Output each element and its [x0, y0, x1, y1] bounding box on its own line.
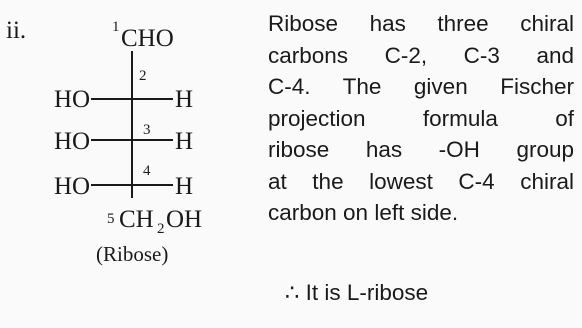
c1-group: CHO	[121, 25, 174, 52]
explanation-line: carbons C-2, C-3 and	[268, 42, 574, 68]
c3-right-group: H	[175, 128, 194, 155]
structure-caption: (Ribose)	[96, 242, 169, 266]
explanation-line: at the lowest C-4 chiral	[268, 168, 574, 194]
explanation-paragraph: Ribose has three chiral carbons C-2, C-3…	[268, 8, 574, 229]
c5-subscript: 2	[157, 221, 165, 237]
explanation-line: projection formula of	[268, 105, 574, 131]
c4-right-group: H	[175, 173, 194, 200]
c4-number: 4	[143, 163, 151, 179]
explanation-line: C-4. The given Fischer	[268, 74, 574, 99]
conclusion: ∴ It is L-ribose	[285, 280, 429, 305]
explanation-line: Ribose has three chiral	[268, 11, 574, 36]
explanation-line: ribose has -OH group	[268, 137, 574, 162]
c2-number: 2	[139, 68, 147, 84]
item-label: ii.	[6, 17, 27, 44]
explanation-line: carbon on left side.	[268, 200, 459, 225]
c2-right-group: H	[175, 86, 194, 113]
fischer-lines	[91, 51, 173, 198]
c5-oh: OH	[166, 206, 203, 233]
c5-number: 5	[107, 211, 115, 227]
c3-number: 3	[143, 122, 151, 138]
c1-number: 1	[112, 19, 120, 35]
c3-left-group: HO	[54, 128, 91, 155]
fischer-projection: 1 CHO 2 HO H 3 HO H 4 HO H 5 CH 2 OH (Ri…	[48, 0, 258, 300]
c2-left-group: HO	[54, 86, 91, 113]
c5-ch: CH	[119, 206, 154, 233]
c4-left-group: HO	[54, 173, 91, 200]
